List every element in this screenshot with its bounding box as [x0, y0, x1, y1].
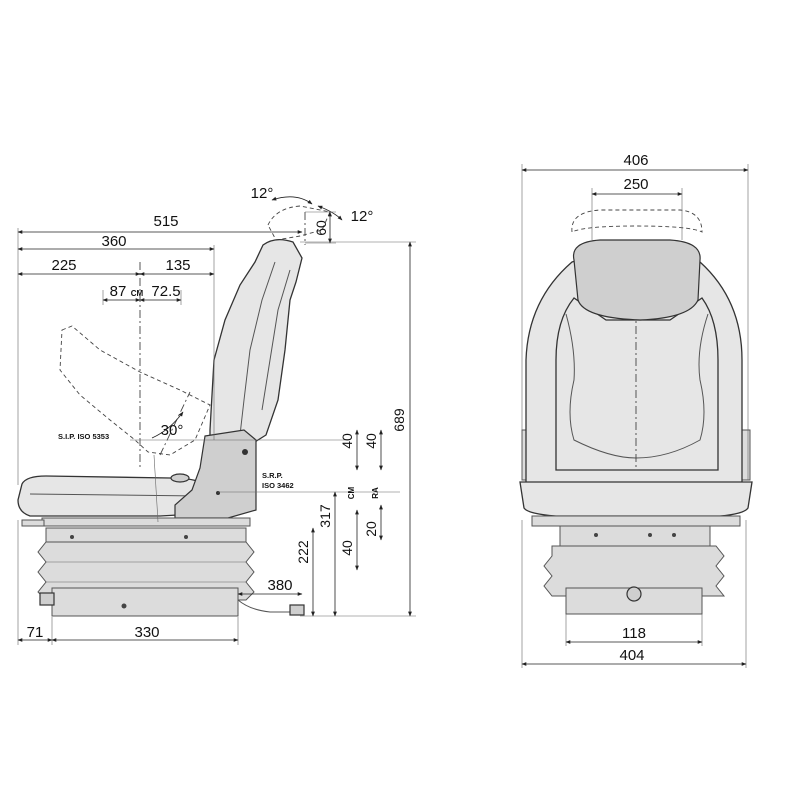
recline-lever: [170, 473, 190, 483]
suspension-bellows: [37, 541, 255, 601]
backrest: [209, 238, 303, 453]
dim-135: 135: [165, 257, 190, 274]
height-adjust-knob: [626, 586, 642, 602]
srp-label-2: ISO 3462: [262, 481, 294, 490]
dim-689: 689: [391, 408, 407, 432]
bolt: [70, 535, 74, 539]
backrest-seam: [239, 261, 276, 436]
weight-knob: [39, 592, 55, 606]
seat-cushion-seam: [29, 493, 201, 497]
sip-label: S.I.P. ISO 5353: [58, 432, 109, 441]
dim-330: 330: [134, 624, 159, 641]
headrest-adjustment: 12° 12° 60: [251, 185, 374, 245]
cm-label-vertical: CM: [347, 486, 356, 499]
backrest-seam-2: [261, 269, 291, 411]
suspension-bellows-front: [543, 545, 726, 597]
angle-12-b: 12°: [351, 208, 374, 225]
tilt-axis: [159, 391, 191, 456]
angle-30: 30°: [161, 422, 184, 439]
cm-label-top: CM: [131, 289, 144, 298]
tilt-arc: [151, 411, 184, 439]
dim-360: 360: [101, 233, 126, 250]
backrest-cushion: [555, 297, 719, 471]
angle-12-a: 12°: [251, 185, 274, 202]
dim-20: 20: [363, 521, 379, 537]
headrest: [572, 239, 701, 321]
dim-87: 87: [110, 283, 127, 300]
vertical-dimensions: 689 317 222 40 CM 40 40 RA 20: [295, 241, 416, 617]
front-view: 406 250 118 404: [519, 152, 753, 668]
dim-380: 380: [267, 577, 292, 594]
dim-72-5: 72.5: [151, 283, 180, 300]
pivot-bolt: [242, 449, 248, 455]
headrest-arc-b: [317, 205, 343, 221]
suspension-base: [51, 587, 239, 617]
dim-60: 60: [313, 220, 329, 236]
slide-rails-front: [531, 515, 741, 527]
dim-317: 317: [317, 504, 333, 528]
backrest-bracket: [174, 429, 257, 519]
bolt: [594, 533, 598, 537]
reclined-axis: [153, 454, 159, 523]
bolt: [121, 603, 127, 609]
dim-118: 118: [622, 625, 646, 642]
dim-515: 515: [153, 213, 178, 230]
dim-40-c: 40: [363, 433, 379, 449]
dim-406: 406: [623, 152, 648, 169]
suspension-top-plate-front: [559, 525, 711, 547]
slide-rail: [41, 517, 251, 527]
headrest-raised-outline-front: [571, 209, 703, 233]
dim-71: 71: [27, 624, 44, 641]
srp-marker: [216, 491, 220, 495]
dim-250: 250: [623, 176, 648, 193]
side-view: 515 360 225 135 87 CM 72.5 71 330 380: [17, 185, 416, 645]
dim-40-a: 40: [339, 433, 355, 449]
headrest-raised-outline: [267, 205, 331, 241]
headrest-arc-a: [271, 196, 313, 205]
dim-222: 222: [295, 540, 311, 564]
dim-404: 404: [619, 647, 644, 664]
power-cable: [237, 599, 290, 613]
horizontal-dimensions: 515 360 225 135 87 CM 72.5 71 330 380: [17, 213, 303, 645]
dim-225: 225: [51, 257, 76, 274]
cable-connector: [289, 604, 305, 616]
bolt: [648, 533, 652, 537]
suspension-top-plate: [45, 527, 247, 543]
seat-cushion-front: [519, 481, 753, 517]
srp-label-1: S.R.P.: [262, 471, 283, 480]
rail-handle: [21, 519, 45, 527]
bolt: [184, 535, 188, 539]
dim-40-b: 40: [339, 540, 355, 556]
ra-label-vertical: RA: [371, 487, 380, 499]
bolt: [672, 533, 676, 537]
